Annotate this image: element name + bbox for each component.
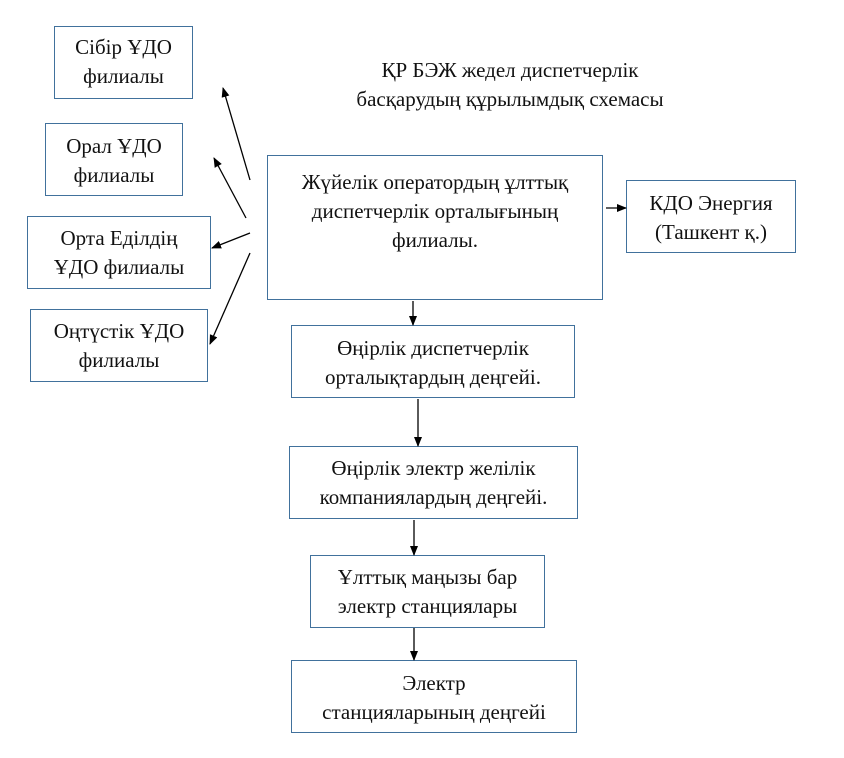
node-kdo: КДО Энергия (Ташкент қ.) [626,180,796,253]
node-regional-grid: Өңірлік электр желілік компаниялардың де… [289,446,578,519]
edge-central-orta-edil [211,232,251,249]
node-sibir: Сібір ҰДО филиалы [54,26,193,99]
node-oral: Орал ҰДО филиалы [45,123,183,196]
node-ontustik: Оңтүстік ҰДО филиалы [30,309,208,382]
node-orta-edil: Орта Еділдің ҰДО филиалы [27,216,211,289]
node-central: Жүйелік оператордың ұлттық диспетчерлік … [267,155,603,300]
edge-central-ontustik [209,252,251,345]
node-national-stations: Ұлттық маңызы бар электр станциялары [310,555,545,628]
node-stations-level: Электр станцияларының деңгейі [291,660,577,733]
edge-central-oral [213,157,247,219]
node-regional-dispatch: Өңірлік диспетчерлік орталықтардың деңге… [291,325,575,398]
diagram-title: ҚР БЭЖ жедел диспетчерлік басқарудың құр… [356,58,664,111]
edge-central-sibir [221,87,251,181]
